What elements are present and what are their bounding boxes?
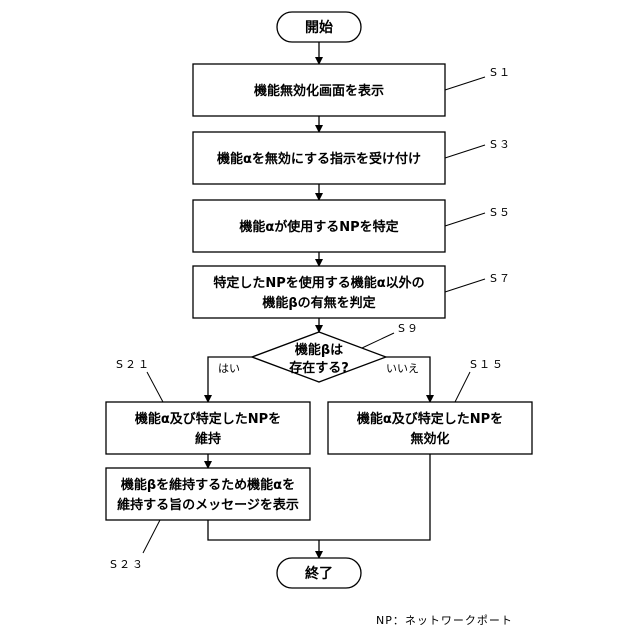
decision-s9-line1: 機能βは [295, 342, 343, 358]
step-s21-line1: 機能α及び特定したNPを [135, 411, 281, 427]
start-label: 開始 [305, 19, 333, 36]
end-label: 終了 [305, 565, 333, 582]
step-s15-label: S１５ [470, 358, 505, 371]
step-s7-label: S７ [490, 272, 512, 285]
step-s23-line2: 維持する旨のメッセージを表示 [117, 497, 299, 513]
step-s15-line2: 無効化 [410, 431, 449, 447]
step-s3-label: S３ [490, 138, 512, 151]
step-s7-line1: 特定したNPを使用する機能α以外の [213, 275, 424, 291]
step-s23-line1: 機能βを維持するため機能αを [121, 477, 295, 493]
leader-s3 [445, 145, 485, 158]
branch-yes-label: はい [218, 362, 240, 375]
leader-s1 [445, 77, 485, 90]
branch-no-label: いいえ [386, 362, 419, 375]
step-s9-label: S９ [398, 322, 420, 335]
step-s3-text: 機能αを無効にする指示を受け付け [217, 151, 421, 167]
step-s1-text: 機能無効化画面を表示 [254, 83, 384, 99]
leader-s5 [445, 213, 485, 226]
step-s23-label: S２３ [110, 558, 145, 571]
leader-s21 [147, 372, 163, 402]
step-s5-label: S５ [490, 206, 512, 219]
leader-s9 [362, 333, 394, 348]
step-s1-label: S１ [490, 66, 512, 79]
legend-note: NP：ネットワークポート [376, 614, 513, 627]
step-s21-line2: 維持 [195, 431, 221, 447]
step-s21-label: S２１ [116, 358, 151, 371]
leader-s7 [445, 279, 485, 292]
decision-s9-line2: 存在する? [289, 360, 349, 376]
merge-right [319, 454, 430, 540]
step-s15-line1: 機能α及び特定したNPを [357, 411, 503, 427]
step-s7-line2: 機能βの有無を判定 [262, 295, 375, 311]
merge-left [208, 520, 319, 540]
leader-s15 [455, 372, 470, 402]
leader-s23 [143, 520, 160, 553]
step-s5-text: 機能αが使用するNPを特定 [239, 219, 398, 235]
